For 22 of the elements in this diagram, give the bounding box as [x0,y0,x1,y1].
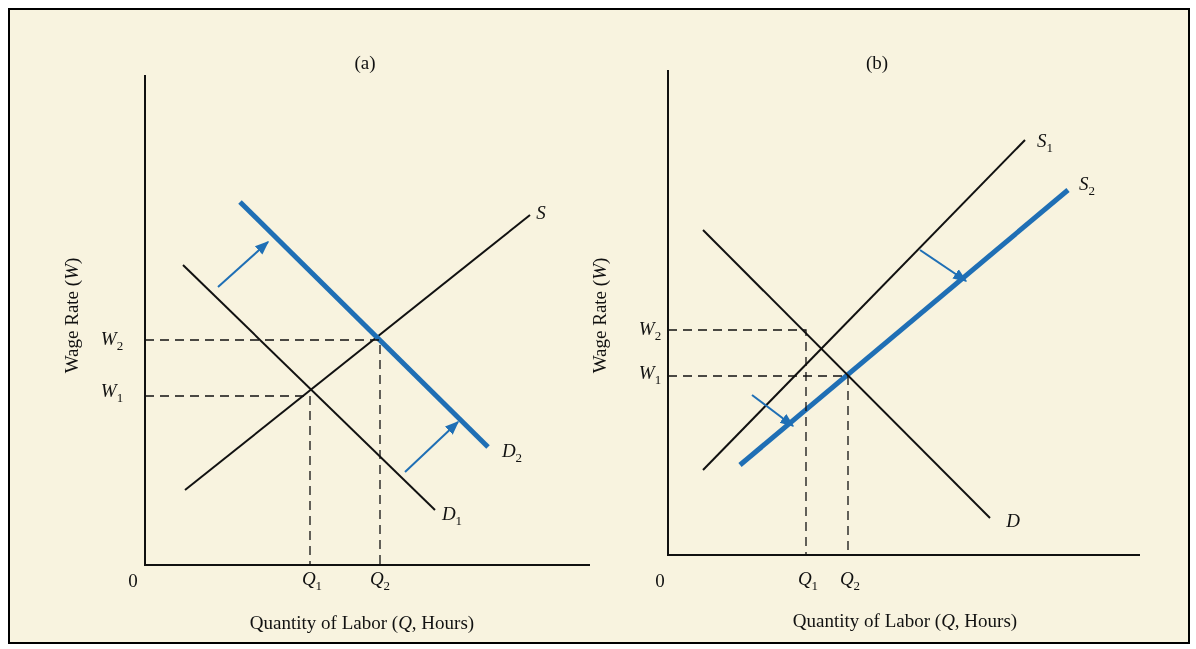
tick-label: Q$_{2}$ [369,568,391,592]
tick-label: W$_{2}$ [638,318,662,342]
tick-label: W$_{1}$ [638,362,662,386]
curve-label: S [536,202,546,222]
curve-label: D$_{2}$ [501,440,523,464]
tick-label: W$_{2}$ [100,328,124,352]
curve-label: S$_{2}$ [1079,173,1095,197]
axis-title: Wage Rate (W) [62,257,82,373]
axis-title: Wage Rate (W) [590,257,610,373]
curve-label: D [1006,510,1020,530]
panel-label: (b) [865,52,889,72]
tick-label: Q$_{2}$ [839,568,861,592]
origin-label: 0 [655,570,665,590]
panel-label: (a) [354,52,376,72]
tick-label: Q$_{1}$ [301,568,323,592]
origin-label: 0 [128,570,138,590]
axis-title: Quantity of Labor (Q, Hours) [249,612,475,632]
axis-title: Quantity of Labor (Q, Hours) [792,610,1018,630]
tick-label: W$_{1}$ [100,380,124,404]
curve-label: D$_{1}$ [441,503,463,527]
tick-label: Q$_{1}$ [797,568,819,592]
curve-label: S$_{1}$ [1037,130,1053,154]
